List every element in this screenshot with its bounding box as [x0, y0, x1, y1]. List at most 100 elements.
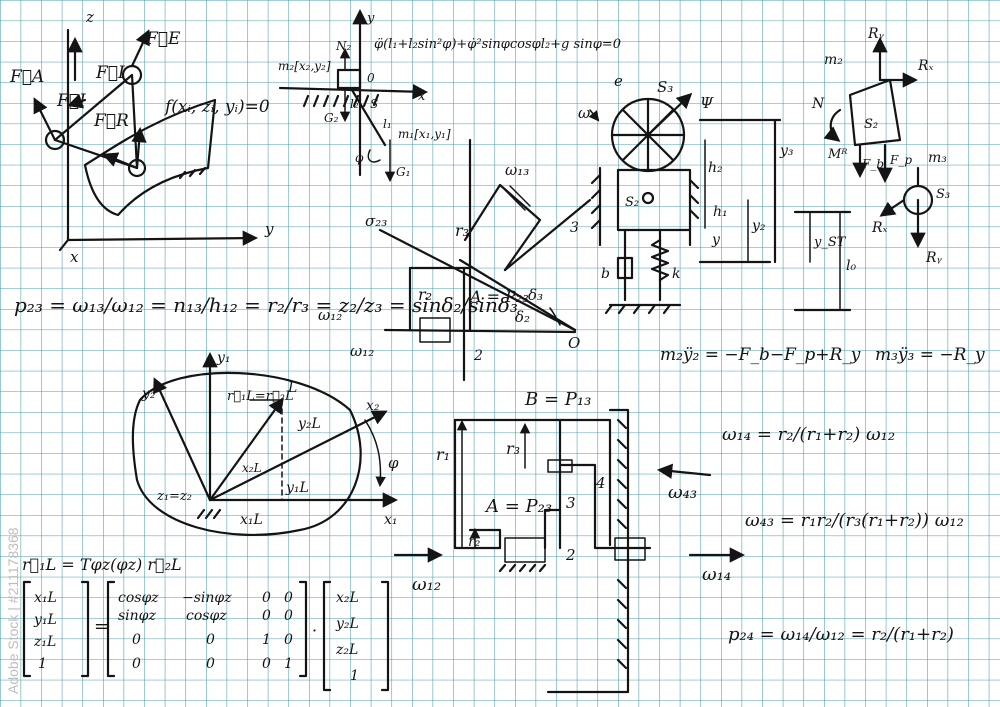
ratio-p23-text: p₂₃ = ω₁₃/ω₁₂ = n₁₃/h₁₂ = r₂/r₃ = z₂/z₃ …	[14, 293, 518, 317]
matrix-right-2: z₂L	[335, 642, 358, 658]
tf-x1-label: x₁	[384, 512, 398, 528]
matrix-right-1: y₂L	[335, 616, 359, 632]
motion-equations: m₂ÿ₂ = −F_b−F_p+R_y m₃ÿ₃ = −R_y	[660, 345, 985, 365]
force-fi-label: F⃗I	[95, 63, 125, 83]
matrix-cell: 0	[132, 632, 141, 648]
matrix-cell: 0	[132, 656, 141, 672]
cam-s2-label: S₂	[625, 195, 639, 210]
matrix-equation: r⃗₁L = Tφz(φz) r⃗₂L = · x₁L y₁L z₁L 1 co…	[22, 555, 390, 692]
matrix-left-2: z₁L	[33, 634, 56, 650]
gear-2-label: 2	[473, 348, 483, 364]
lagrange-equation: φ̈(l₁+l₂sin²φ)+φ̇²sinφcosφl₂+g sinφ=0	[374, 37, 621, 52]
omega43-equation: ω₄₃ = r₁r₂/(r₃(r₁+r₂)) ω₁₂	[745, 510, 964, 531]
tf-y1-label: y₁	[216, 350, 231, 366]
fbd-fp-label: F_p	[889, 153, 912, 167]
cam-omega-label: ω	[578, 104, 590, 122]
pendulum-l2-label: l₂	[350, 97, 359, 111]
fbd-m3-label: m₃	[928, 150, 947, 166]
matrix-left-3: 1	[38, 656, 47, 672]
pendulum-s-label: S	[370, 97, 378, 111]
matrix-right-3: 1	[350, 668, 359, 684]
fbd-n-label: N	[811, 96, 825, 112]
gear-delta2-label: δ₂	[515, 308, 530, 326]
tf-x1l-label: x₁L	[240, 512, 263, 528]
tf-l-label: L	[287, 380, 297, 396]
cam-psi-label: Ψ	[700, 94, 714, 112]
fbd-ry2-label: Rᵧ	[925, 250, 943, 266]
fbd-s2-label: S₂	[864, 117, 878, 132]
surface-force-sketch: z y x F⃗A F⃗E F⃗I F⃗I F⃗R f(xᵢ, zᵢ, yᵢ)=…	[9, 8, 274, 266]
planetary-r2-label: r₂	[468, 534, 481, 550]
pendulum-origin-label: 0	[367, 71, 375, 85]
matrix-cell: 0	[262, 656, 271, 672]
gear-o-label: O	[568, 334, 580, 352]
cam-h2-label: h₂	[708, 160, 723, 176]
bevel-gear-sketch: σ₂₃ r₃ r₂ A = P₂₃ δ₃ δ₂ O ω₁₃ 3 2	[365, 138, 592, 382]
matrix-cell: sinφz	[118, 608, 156, 624]
cam-e-label: e	[614, 72, 623, 90]
pendulum-sketch: y x N₂ m₂[x₂,y₂] 0 G₂ l₂ S l₁ m₁[x₁,y₁] …	[278, 8, 621, 183]
stock-watermark: Adobe Stock | #211178368	[5, 527, 21, 694]
gear-3-label: 3	[570, 220, 579, 236]
surface-equation: f(xᵢ, zᵢ, yᵢ)=0	[163, 97, 270, 117]
fbd-s3-label: S₃	[936, 187, 950, 202]
planetary-r3-label: r₃	[506, 439, 520, 458]
pendulum-l1-label: l₁	[383, 117, 392, 131]
planetary-2-label: 2	[565, 546, 576, 564]
matrix-cell: −sinφz	[182, 590, 232, 606]
cam-h1-label: h₁	[713, 204, 728, 220]
axis-z-label: z	[85, 8, 94, 26]
pendulum-g1-label: G₁	[396, 165, 410, 179]
matrix-cell: 1	[262, 632, 271, 648]
planetary-a-label: A = P₂₃	[484, 496, 552, 517]
fbd-m2-label: m₂	[824, 52, 843, 68]
cam-y3-label: y₃	[779, 143, 794, 159]
tf-x2l-label: x₂L	[242, 461, 262, 475]
fbd-fb-label: F_b	[861, 157, 884, 171]
gear-ratio-formulas: ω₁₄ = r₂/(r₁+r₂) ω₁₂ ω₄₃ = r₁r₂/(r₃(r₁+r…	[722, 424, 964, 645]
free-body-diagrams: Rᵧ Rₓ m₂ N S₂ Mᴿ F_b F_p m₃ S₃ Rₓ Rᵧ	[811, 26, 950, 266]
matrix-cell: 0	[206, 632, 215, 648]
tf-x2-label: x₂	[366, 398, 380, 414]
matrix-cell: 0	[284, 608, 293, 624]
matrix-equals: =	[94, 616, 109, 637]
p24-equation: p₂₄ = ω₁₄/ω₁₂ = r₂/(r₁+r₂)	[728, 624, 954, 645]
matrix-left-1: y₁L	[33, 612, 57, 628]
cam-k-label: k	[672, 266, 680, 282]
pendulum-phi-label: φ	[355, 151, 364, 165]
ratio-equation-p23: p₂₃ = ω₁₃/ω₁₂ = n₁₃/h₁₂ = r₂/r₃ = z₂/z₃ …	[14, 293, 518, 360]
matrix-cell: 0	[262, 608, 271, 624]
cam-yst-label: y_ST	[813, 235, 847, 250]
cam-spring-sketch: e S₃ Ψ ω h₂ h₁ y y₂ y₃ y_ST l₀ b k S₂	[578, 72, 856, 315]
matrix-cell: cosφz	[118, 590, 159, 606]
matrix-cell: cosφz	[186, 608, 227, 624]
gear-r3-label: r₃	[455, 221, 469, 240]
planetary-omega12-label: ω₁₂	[412, 574, 441, 595]
fbd-rx-label: Rₓ	[917, 58, 934, 74]
pendulum-g2-label: G₂	[324, 111, 339, 125]
tf-r-eq-label: r⃗₁L=r⃗₂L	[227, 389, 294, 404]
tf-phi-label: φ	[388, 454, 399, 472]
axis-x-label: x	[70, 248, 79, 266]
planetary-gear-sketch: B = P₁₃ A = P₂₃ r₁ r₃ r₂ 4 3 2 ω₁₂ ω₁₄ ω…	[393, 389, 746, 694]
matrix-dot: ·	[312, 621, 317, 640]
tf-y2l-label: y₂L	[297, 416, 321, 432]
tf-y1l-label: y₁L	[285, 480, 309, 496]
matrix-cell: 0	[284, 590, 293, 606]
matrix-right-0: x₂L	[336, 590, 359, 606]
transform-eq: r⃗₁L = Tφz(φz) r⃗₂L	[22, 555, 182, 574]
pendulum-y-label: y	[366, 11, 375, 26]
coordinate-transform-sketch: y₁ y₂ x₂ x₁ r⃗₁L=r⃗₂L L y₂L x₂L y₁L x₁L …	[131, 350, 399, 536]
fbd-rx2-label: Rₓ	[871, 220, 888, 236]
matrix-cell: 0	[206, 656, 215, 672]
cam-b-label: b	[601, 266, 610, 282]
gear-sigma23-label: σ₂₃	[365, 212, 387, 230]
omega14-equation: ω₁₄ = r₂/(r₁+r₂) ω₁₂	[722, 424, 895, 445]
cam-y-label: y	[711, 232, 721, 248]
pendulum-x-label: x	[418, 89, 426, 104]
axis-y-label: y	[264, 220, 274, 238]
force-fr-label: F⃗R	[93, 111, 129, 131]
force-fi2-label: F⃗I	[56, 91, 86, 111]
force-fa-label: F⃗A	[9, 67, 44, 87]
